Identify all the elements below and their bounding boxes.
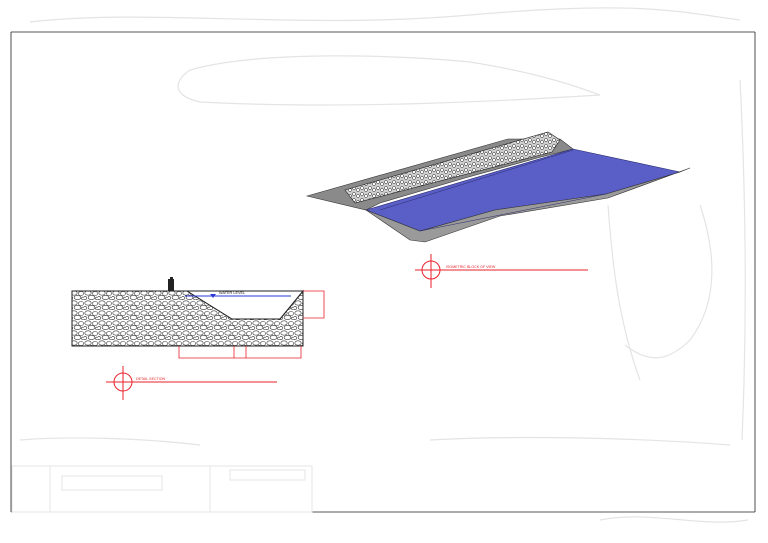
section-callout [106,366,277,400]
isometric-near-slope [365,167,691,243]
section-post [168,279,174,291]
water-level-marker [210,294,216,298]
isometric-callout [415,254,588,288]
section-title: DETAIL SECTION [136,377,166,381]
section-dimensions [178,290,325,359]
isometric-title: ISOMETRIC BLOCK OF VIEW [446,265,496,269]
isometric-view: ISOMETRIC BLOCK OF VIEW [305,131,691,288]
isometric-channel-line [379,149,607,232]
isometric-gabion-wall [344,131,561,204]
section-channel-outline [185,290,305,320]
cross-section: WATER LEVEL DETAIL SECTION [71,277,325,400]
sketch-strokes [19,7,749,523]
title-block [11,465,313,513]
water-level-label: WATER LEVEL [219,291,245,295]
